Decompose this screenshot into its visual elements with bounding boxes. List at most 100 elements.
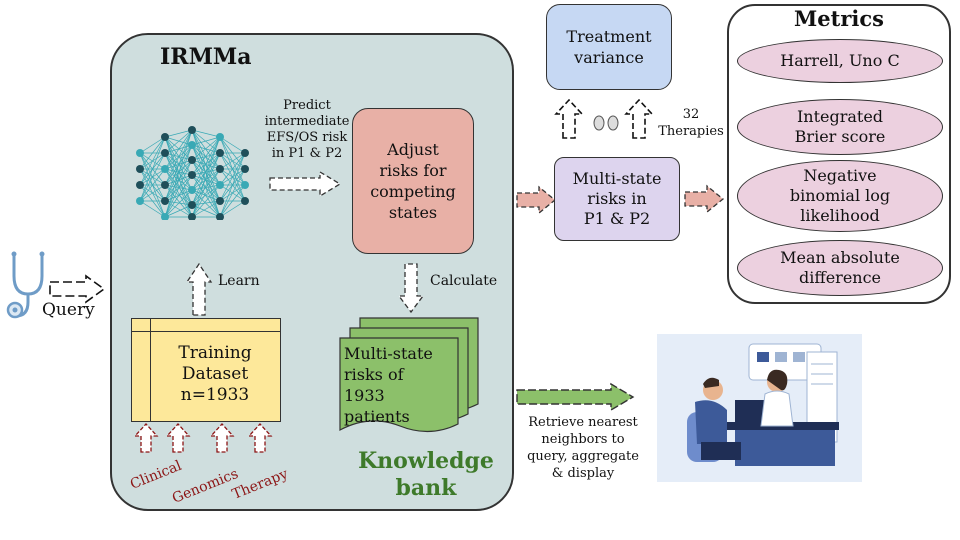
network-node (161, 213, 169, 220)
network-edge (164, 136, 193, 218)
network-edge (164, 136, 193, 176)
network-edge (164, 129, 193, 138)
output-arrow (516, 185, 557, 215)
network-node (136, 181, 144, 189)
network-edge (139, 200, 166, 218)
network-edge (164, 129, 193, 186)
network-edge (191, 152, 221, 218)
multistate-risks-box: Multi-state risks in P1 & P2 (554, 157, 680, 241)
network-edge (164, 136, 193, 191)
network-edge (191, 184, 221, 218)
network-node (216, 165, 224, 173)
calculate-label: Calculate (430, 273, 498, 289)
network-edge (191, 159, 221, 202)
irmma-title: IRMMa (160, 44, 252, 70)
network-edge (219, 152, 246, 170)
network-edge (191, 144, 221, 154)
knowledge-bank-documents (339, 317, 479, 433)
query-label: Query (42, 300, 95, 320)
genomics-arrow-1 (165, 423, 191, 453)
network-node (216, 181, 224, 189)
network-edge (139, 136, 166, 154)
network-edge (164, 152, 193, 176)
learn-label: Learn (218, 273, 260, 289)
network-node (161, 181, 169, 189)
therapy-arrows (554, 98, 654, 139)
predict-text: Predict intermediate EFS/OS risk in P1 &… (264, 98, 350, 161)
metric-harrell-uno-c: Harrell, Uno C (737, 39, 943, 83)
network-edge (191, 184, 221, 206)
network-node (216, 149, 224, 157)
network-node (136, 165, 144, 173)
knowledge-bank-title: Knowledge bank (358, 448, 494, 501)
network-edge (191, 136, 221, 176)
network-edge (164, 168, 193, 218)
genomics-arrow-2 (209, 423, 235, 453)
network-edge (164, 152, 193, 191)
network-edge (191, 129, 221, 170)
network-edge (164, 159, 193, 218)
network-node (241, 181, 249, 189)
network-node (188, 141, 196, 149)
network-edge (139, 152, 166, 202)
network-node (241, 197, 249, 205)
stethoscope-icon (6, 251, 45, 319)
metrics-title: Metrics (794, 6, 884, 31)
treatment-variance-box: Treatment variance (546, 4, 672, 90)
network-edge (191, 168, 221, 206)
calculate-arrow (397, 263, 425, 314)
network-edge (219, 184, 246, 218)
network-node (136, 149, 144, 157)
network-edge (164, 184, 193, 218)
network-node (241, 165, 249, 173)
adjust-risks-box: Adjust risks for competing states (352, 108, 474, 254)
network-edge (191, 136, 221, 161)
predict-arrow (269, 170, 342, 198)
network-edge (164, 168, 193, 191)
network-node (241, 149, 249, 157)
network-edge (191, 144, 221, 202)
network-edge (164, 129, 193, 154)
network-node (161, 149, 169, 157)
network-node (188, 213, 196, 220)
therapy-arrow (247, 423, 273, 453)
network-edge (164, 129, 193, 170)
network-edge (164, 129, 193, 218)
network-edge (191, 159, 221, 186)
retrieve-arrow (516, 382, 635, 412)
input-arrows (133, 423, 273, 453)
network-edge (139, 136, 166, 170)
network-edge (191, 174, 221, 186)
network-edge (191, 168, 221, 218)
network-edge (191, 174, 221, 218)
network-edge (191, 129, 221, 138)
network-node (161, 133, 169, 141)
neural-network-icon (136, 126, 249, 220)
doctor-consultation-illustration (657, 334, 862, 482)
network-edge (191, 159, 221, 218)
network-edge (191, 159, 221, 170)
network-node (136, 197, 144, 205)
network-edge (191, 200, 221, 218)
network-node (216, 197, 224, 205)
network-edge (191, 144, 221, 186)
network-edge (164, 152, 193, 206)
network-edge (139, 136, 166, 186)
query-arrow (49, 274, 106, 304)
training-dataset-box: Training Dataset n=1933 (131, 318, 281, 422)
metrics-arrow (684, 184, 725, 214)
network-edge (139, 136, 166, 202)
network-node (188, 171, 196, 179)
network-edge (164, 204, 193, 218)
network-node (161, 165, 169, 173)
network-edge (219, 136, 246, 154)
network-edge (219, 200, 246, 218)
network-edge (191, 129, 221, 186)
network-edge (191, 136, 221, 146)
knowledge-bank-records: Multi-state risks of 1933 patients (344, 344, 433, 426)
therapies-label: 32 Therapies (658, 107, 724, 139)
therapy-arrow-right (624, 98, 654, 139)
